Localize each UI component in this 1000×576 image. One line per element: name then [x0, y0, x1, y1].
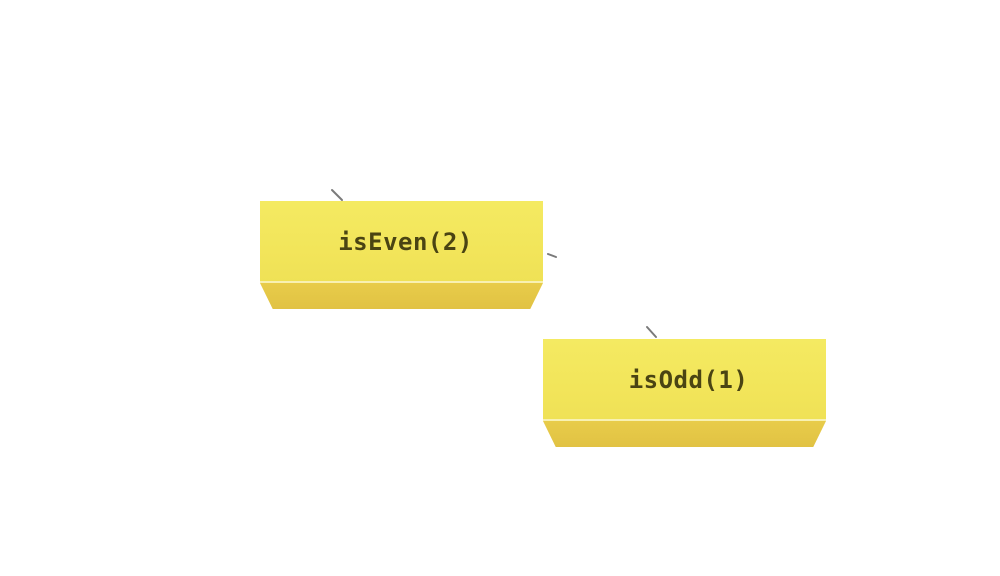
block-face: isEven(2): [260, 201, 543, 283]
block-label: isOdd(1): [628, 366, 749, 394]
call-block-is-even: isEven(2): [260, 201, 543, 309]
connector-mark-bottom: [646, 326, 657, 338]
block-label: isEven(2): [338, 228, 473, 256]
call-block-is-odd: isOdd(1): [543, 339, 826, 447]
connector-mark-top: [331, 189, 343, 201]
block-face: isOdd(1): [543, 339, 826, 421]
connector-mark-middle: [547, 253, 557, 258]
block-base: [543, 421, 826, 447]
block-base: [260, 283, 543, 309]
